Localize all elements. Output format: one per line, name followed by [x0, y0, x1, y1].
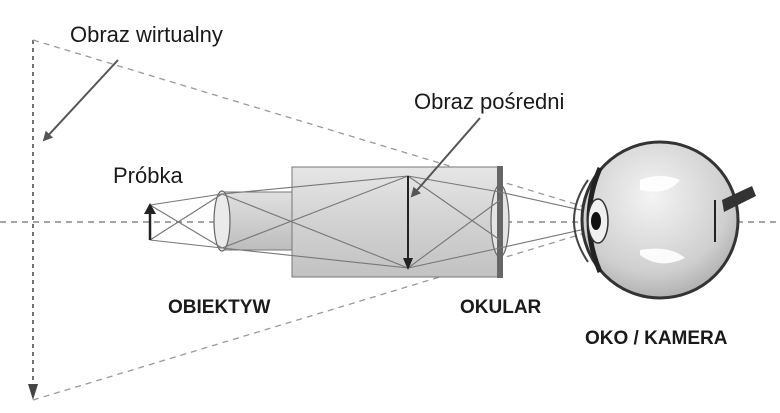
label-intermediate-image: Obraz pośredni — [414, 89, 564, 114]
eye — [573, 140, 756, 300]
intermediate-image-arrow — [403, 176, 413, 270]
eyepiece-rim — [497, 166, 503, 278]
virtual-image-arrow — [28, 40, 38, 400]
objective-tube — [221, 191, 295, 251]
intermediate-image-pointer — [410, 117, 481, 198]
virtual-image-pointer — [42, 59, 119, 142]
microscope-tube — [291, 166, 501, 278]
label-virtual-image: Obraz wirtualny — [70, 22, 223, 47]
objective-lens — [213, 190, 231, 252]
label-objective: OBIEKTYW — [168, 297, 270, 318]
label-eyepiece: OKULAR — [460, 297, 542, 318]
label-eye-camera: OKO / KAMERA — [585, 328, 728, 349]
label-sample: Próbka — [113, 163, 183, 188]
sample-arrow — [144, 203, 156, 240]
